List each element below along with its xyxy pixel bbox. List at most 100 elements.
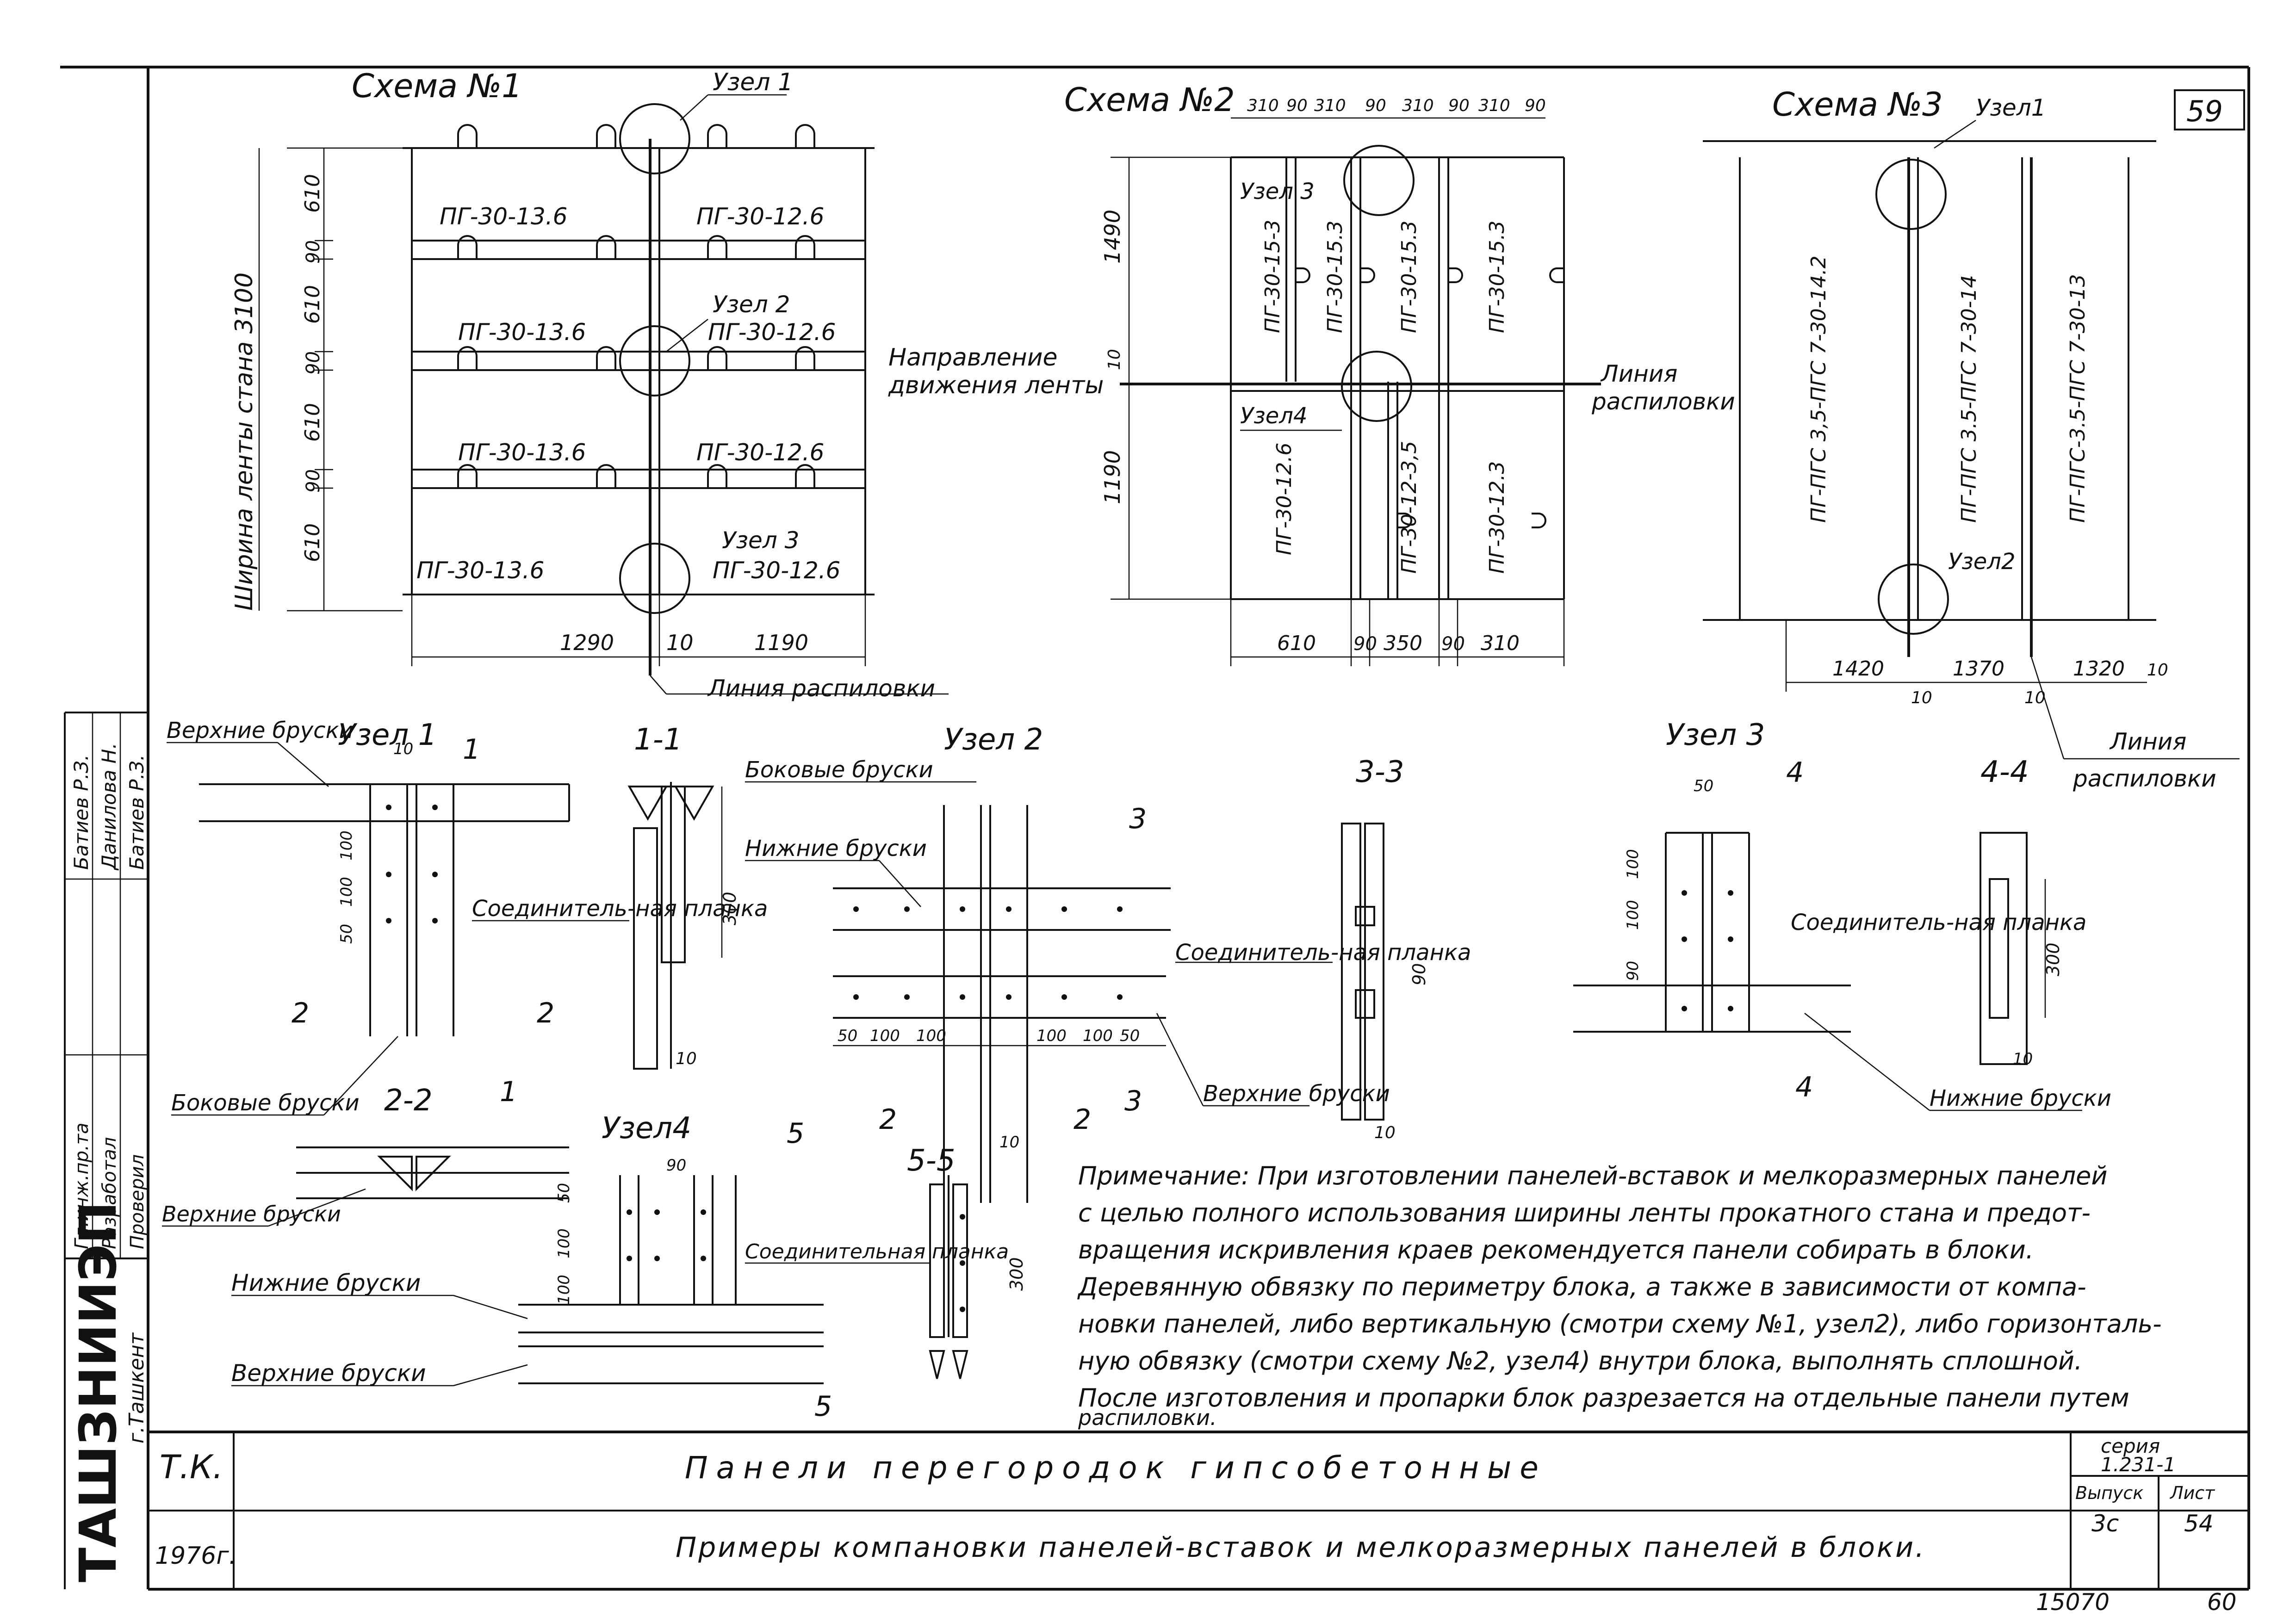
- node2-dim-100d: 100: [1083, 1027, 1113, 1045]
- sec11-dim-10: 10: [676, 1049, 697, 1068]
- sec-mark-3: 3: [1129, 803, 1147, 835]
- s1-ldim-6: 610: [301, 523, 324, 562]
- sec-mark-5: 5: [787, 1117, 804, 1150]
- detail-node4: Узел4 90 50 100 100 Нижние бруски Верхни…: [231, 1111, 1027, 1423]
- sec33-title: 3-3: [1356, 755, 1404, 789]
- node3-dim-50: 100: [1624, 849, 1642, 879]
- node1-title: Узел 1: [338, 718, 437, 752]
- note-line-2: с целью полного использования ширины лен…: [1078, 1198, 2091, 1227]
- s2-tdim-6: 310: [1478, 96, 1510, 115]
- s2-panel-b1: ПГ-30-12.6: [1272, 443, 1296, 555]
- s1-width-label: Ширина ленты стана 3100: [230, 273, 258, 611]
- s2-bdim-0: 610: [1277, 632, 1316, 655]
- node1-dim-100a: 100: [337, 830, 356, 861]
- node3-dim-100a: 100: [1624, 900, 1642, 930]
- s3-bdim-1: 10: [1911, 688, 1932, 707]
- s1-ldim-0: 610: [301, 174, 324, 213]
- s2-ldim-1: 10: [1105, 349, 1124, 370]
- s2-node3-label: Узел 3: [1240, 179, 1315, 204]
- note-line-3: вращения искривления краев рекомендуется…: [1078, 1235, 2034, 1264]
- stamp-name-3: Батиев Р.З.: [125, 755, 148, 870]
- s2-bdim-4: 310: [1481, 632, 1520, 655]
- plate-label-4: Соединительная планка: [745, 1240, 1009, 1264]
- s1-panel-l2: ПГ-30-13.6: [458, 319, 586, 346]
- s1-ldim-2: 610: [301, 285, 324, 324]
- scheme3-title: Схема №3: [1772, 86, 1943, 124]
- node2-dim-10: 10: [999, 1133, 1019, 1152]
- s2-tdim-4: 310: [1402, 96, 1434, 115]
- title-sub: Примеры компановки панелей-вставок и мел…: [676, 1531, 1926, 1564]
- node3-dim-100b: 90: [1624, 961, 1642, 981]
- s1-panel-r4: ПГ-30-12.6: [713, 557, 841, 584]
- bottom-page: 60: [2207, 1589, 2237, 1616]
- note-line-6: ную обвязку (смотри схему №2, узел4) вну…: [1078, 1346, 2082, 1375]
- sec22-title: 2-2: [384, 1084, 433, 1118]
- sec33-dim-90: 90: [1409, 963, 1429, 985]
- s2-bdim-3: 90: [1441, 633, 1465, 655]
- detail-node1: Узел 1 Верхние бруски 10 100 100 50 1 2 …: [162, 718, 768, 1227]
- note-line-1: Примечание: При изготовлении панелей-вст…: [1078, 1161, 2107, 1190]
- series-value: 1.231-1: [2101, 1453, 2176, 1476]
- stamp-role-1: Гл.инж.пр.та: [71, 1122, 93, 1249]
- stamp-role-3: Проверил: [127, 1154, 148, 1249]
- node2-dim-100a: 100: [870, 1027, 900, 1045]
- s3-node2-label: Узел2: [1948, 549, 2016, 575]
- scheme1-node1-label: Узел 1: [713, 68, 793, 96]
- s2-tdim-0: 310: [1247, 96, 1279, 115]
- sec-mark-2c: 2: [879, 1103, 897, 1136]
- s1-saw-line: Линия распиловки: [707, 675, 935, 702]
- title-main: Панели перегородок гипсобетонные: [685, 1450, 1547, 1486]
- s1-ldim-4: 610: [301, 403, 324, 442]
- upper-bars-4: Верхние бруски: [231, 1360, 426, 1387]
- s2-panel-t4: ПГ-30-15.3: [1485, 221, 1509, 333]
- node2-dim-100c: 100: [1036, 1027, 1067, 1045]
- sec-mark-2b: 2: [537, 997, 554, 1029]
- s3-saw-2: распиловки: [2073, 765, 2216, 792]
- s1-panel-l1: ПГ-30-13.6: [440, 203, 568, 230]
- sec55-title: 5-5: [907, 1144, 956, 1178]
- s2-direction-1: Направление: [888, 344, 1058, 372]
- stamp-org: ТАШЗНИИЭП: [68, 1202, 128, 1582]
- s2-node4-label: Узел4: [1240, 403, 1308, 429]
- stamp-name-2: Данилова Н.: [98, 743, 120, 871]
- node2-title: Узел 2: [944, 723, 1043, 757]
- sec-mark-4b: 4: [1795, 1071, 1813, 1103]
- s1-ldim-3: 90: [303, 351, 324, 375]
- s2-ldim-2: 1190: [1100, 450, 1125, 504]
- scheme-3: Схема №3 Узел1 Узел2 ПГ-ПГС 3,5-ПГС 7-30…: [1703, 86, 2240, 792]
- s1-ldim-5: 90: [303, 469, 324, 493]
- s1-node2-label: Узел 2: [713, 291, 790, 318]
- node2-dim-100b: 100: [916, 1027, 946, 1045]
- stamp-role-2: Разработал: [99, 1137, 120, 1249]
- side-bars-label: Боковые бруски: [171, 1090, 360, 1116]
- s2-ldim-0: 1490: [1100, 210, 1125, 264]
- node2-dim-50a: 50: [838, 1027, 857, 1045]
- s2-tdim-5: 90: [1448, 96, 1470, 115]
- node3-dim-10: 50: [1694, 777, 1713, 795]
- sec-mark-2a: 2: [292, 997, 309, 1029]
- s1-bdim-1: 10: [666, 630, 694, 655]
- detail-node2: Узел 2 Боковые бруски Нижние бруски 50 1…: [745, 723, 1471, 1203]
- s1-ldim-1: 90: [303, 240, 324, 264]
- sec11-title: 1-1: [634, 723, 683, 757]
- stamp-name-1: Батиев Р.З.: [70, 755, 93, 870]
- plate-label-3: Соединитель-ная планка: [1791, 910, 2086, 935]
- s3-bdim-4: 1320: [2073, 657, 2125, 681]
- sheet-label: Лист: [2169, 1483, 2215, 1503]
- scheme-2: Схема №2 310 90 310 90 310 90 310 90: [888, 81, 1735, 666]
- note-line-4: Деревянную обвязку по периметру блока, а…: [1077, 1272, 2086, 1301]
- sheet-number: 59: [2186, 94, 2223, 128]
- s2-bdim-1: 90: [1353, 633, 1377, 655]
- bottom-code: 15070: [2036, 1589, 2110, 1616]
- side-stamp: Гл.инж.пр.та Разработал Проверил Батиев …: [64, 712, 149, 1589]
- s1-node3-label: Узел 3: [722, 527, 799, 554]
- note-line-5: новки панелей, либо вертикальную (смотри…: [1078, 1309, 2162, 1338]
- bottom-bars-4: Нижние бруски: [231, 1270, 421, 1296]
- title-code: Т.К.: [160, 1448, 223, 1486]
- s1-bdim-2: 1190: [754, 630, 808, 655]
- node1-dim-100b: 100: [337, 877, 356, 907]
- issue-label: Выпуск: [2075, 1483, 2143, 1503]
- title-year: 1976г.: [155, 1542, 236, 1570]
- s2-panel-t1: ПГ-30-15-3: [1261, 220, 1285, 333]
